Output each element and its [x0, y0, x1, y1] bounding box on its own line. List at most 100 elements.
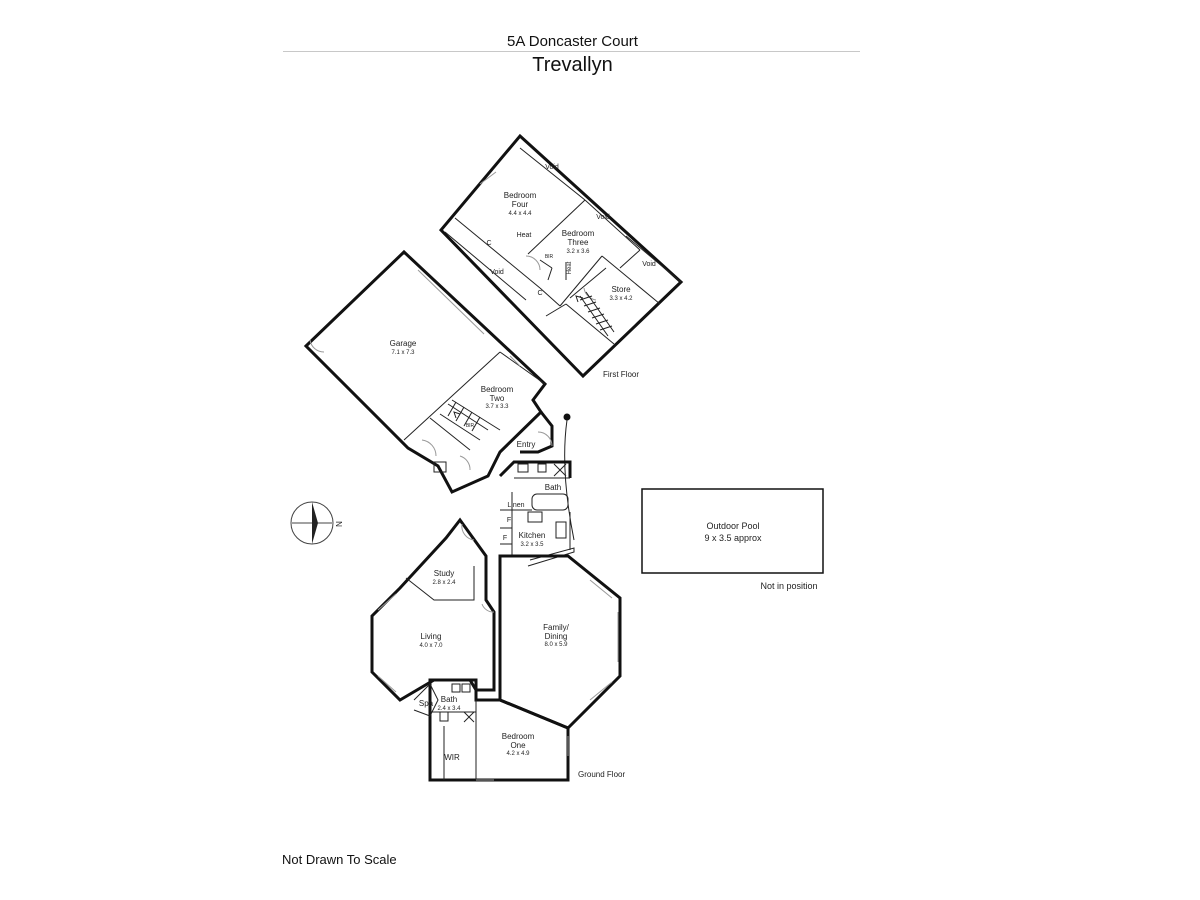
window [589, 681, 613, 701]
basin [517, 463, 529, 473]
room-label: Family/ [543, 623, 570, 632]
door-swing [459, 455, 471, 471]
toilet [537, 463, 547, 473]
garage-door [417, 269, 485, 335]
basin [451, 683, 461, 693]
first-floor-inner-wall [565, 303, 615, 345]
garage-outline [303, 249, 548, 494]
room-size: 3.2 x 3.6 [566, 249, 590, 255]
room-label: Entry [517, 440, 536, 449]
first-floor-inner-wall [454, 217, 541, 289]
room-label: Heat [517, 232, 532, 239]
room-label: WIR [444, 753, 460, 762]
room-size: 7.1 x 7.3 [391, 350, 415, 356]
north-label: N [334, 521, 343, 527]
door-swing [421, 439, 437, 457]
cooktop [527, 511, 543, 523]
room-label: Void [642, 261, 656, 268]
door-swing [461, 523, 475, 541]
room-size: 4.2 x 4.9 [506, 751, 530, 757]
first-floor-inner-wall [539, 287, 561, 307]
pool-note: Not in position [760, 581, 817, 591]
first-floor-inner-wall [444, 231, 527, 301]
door-swing [481, 603, 495, 613]
first-floor-inner-wall [625, 235, 682, 283]
room-label: Study [434, 569, 454, 578]
room-label: Bedroom [502, 732, 535, 741]
first-floor-inner-wall [569, 267, 607, 299]
room-label: Void [490, 269, 504, 276]
header-divider [283, 51, 860, 52]
ground-floor-plan [370, 411, 622, 782]
room-label: Three [568, 238, 589, 247]
first-floor-inner-wall [527, 199, 586, 255]
room-label: Living [421, 632, 442, 641]
wall [403, 351, 501, 441]
window [377, 593, 397, 611]
bath-tub [531, 493, 569, 511]
scale-note: Not Drawn To Scale [282, 852, 397, 867]
room-label: Linen [507, 502, 524, 509]
door-swing [525, 255, 541, 271]
room-label: Void [545, 164, 559, 171]
room-label: Bath [545, 483, 561, 492]
living-study-outline [370, 517, 496, 702]
room-size: 2.8 x 2.4 [432, 580, 456, 586]
wall [499, 351, 546, 385]
bedroom-one-outline [428, 678, 570, 782]
kitchen-sink [555, 521, 567, 539]
room-label: Garage [390, 339, 417, 348]
first-floor-plan [438, 133, 684, 379]
pool-size: 9 x 3.5 approx [704, 533, 762, 543]
first-floor-inner-wall [584, 199, 641, 251]
room-label: Spa [419, 699, 434, 708]
floor-label: Ground Floor [578, 770, 625, 779]
first-floor-inner-wall [519, 147, 586, 201]
wall [451, 399, 501, 431]
room-label: Four [512, 200, 529, 209]
room-label: Dining [545, 632, 568, 641]
room-labels: Void Bedroom Four 4.4 x 4.4 Void Heat Be… [334, 164, 818, 779]
room-label: BIR [545, 254, 554, 260]
room-label: Two [490, 394, 505, 403]
room-label: Bedroom [504, 191, 537, 200]
kitchen-bench [527, 547, 575, 567]
window [479, 171, 497, 185]
first-floor-inner-wall [539, 259, 553, 269]
room-label: C [486, 240, 491, 247]
room-label: BIR [466, 423, 475, 429]
study-wall [405, 566, 475, 601]
wall [429, 417, 471, 451]
room-label: Bedroom [562, 229, 595, 238]
room-label: Bedroom [481, 385, 514, 394]
bath-linen-wall [498, 460, 572, 478]
room-size: 4.4 x 4.4 [508, 211, 532, 217]
first-floor-inner-wall [559, 255, 603, 307]
entry-post [563, 413, 571, 421]
spa-wall [413, 683, 439, 717]
suburb-heading: Trevallyn [532, 54, 613, 76]
outdoor-pool [641, 488, 824, 574]
room-label: F [503, 535, 507, 542]
door-swing [583, 287, 597, 301]
room-label: Kitchen [519, 531, 546, 540]
garage-block [303, 249, 548, 494]
address-heading: 5A Doncaster Court [507, 33, 638, 50]
pool-label: Outdoor Pool [706, 521, 759, 531]
basin [461, 683, 471, 693]
room-size: 4.0 x 7.0 [419, 643, 443, 649]
first-floor-stair [575, 291, 615, 337]
room-label: Store [611, 285, 631, 294]
shower [553, 463, 567, 477]
ground-floor-stair [439, 401, 489, 441]
room-size: 3.2 x 3.5 [520, 542, 544, 548]
first-floor-outline [438, 133, 684, 379]
room-label: Void [596, 214, 610, 221]
laundry-fixture [433, 461, 447, 473]
room-label: C [537, 290, 542, 297]
window [589, 579, 613, 599]
room-size: 3.7 x 3.3 [485, 404, 509, 410]
door-swing [309, 339, 325, 353]
first-floor-inner-wall [601, 255, 661, 305]
